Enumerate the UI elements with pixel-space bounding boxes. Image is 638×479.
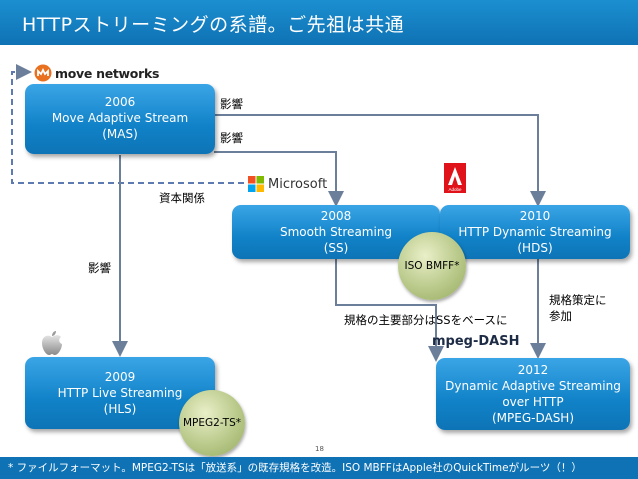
microsoft-wordmark: Microsoft <box>268 176 328 192</box>
node-hls-abbr: (HLS) <box>103 402 137 416</box>
node-dash-abbr: (MPEG-DASH) <box>491 411 575 425</box>
adobe-wordmark: Adobe <box>448 187 462 192</box>
node-dash-year: 2012 <box>517 363 549 377</box>
adobe-icon: Adobe <box>448 167 462 192</box>
apple-icon <box>42 331 62 355</box>
footnote: * ファイルフォーマット。MPEG2-TSは「放送系」の既存規格を改造。ISO … <box>0 457 638 479</box>
mpeg-dash-logo: mpeg-DASH <box>432 334 520 349</box>
node-dash-name2: over HTTP <box>502 395 564 409</box>
label-spec-participation-2: 参加 <box>549 309 572 323</box>
label-based-on-ss: 規格の主要部分はSSをベースに <box>344 313 508 327</box>
node-dash: 2012 Dynamic Adaptive Streaming over HTT… <box>436 358 630 430</box>
node-mas-year: 2006 <box>104 95 136 109</box>
mas-to-hds-arrow <box>214 114 546 207</box>
badge-mpeg2-ts: MPEG2-TS* <box>179 390 245 456</box>
node-hds-year: 2010 <box>519 209 551 223</box>
node-dash-name: Dynamic Adaptive Streaming <box>445 379 621 393</box>
node-ss-year: 2008 <box>320 209 352 223</box>
node-hls-year: 2009 <box>104 370 136 384</box>
move-networks-wordmark: move networks <box>55 65 160 81</box>
move-networks-icon <box>34 64 52 82</box>
title-bar: HTTPストリーミングの系譜。ご先祖は共通 <box>0 0 638 45</box>
label-influence-hds: 影響 <box>220 97 243 111</box>
node-hds-name: HTTP Dynamic Streaming <box>458 225 612 239</box>
node-ss-abbr: (SS) <box>323 241 349 255</box>
node-hds: 2010 HTTP Dynamic Streaming (HDS) <box>440 205 630 259</box>
move-networks-logo: move networks <box>34 64 159 82</box>
page-title: HTTPストリーミングの系譜。ご先祖は共通 <box>22 14 405 36</box>
label-influence-ss: 影響 <box>220 131 243 145</box>
ss-to-dash-arrow <box>335 258 444 362</box>
node-ss-name: Smooth Streaming <box>279 225 393 239</box>
microsoft-logo: Microsoft <box>248 176 327 192</box>
node-hds-abbr: (HDS) <box>517 241 553 255</box>
node-hls-name: HTTP Live Streaming <box>57 386 183 400</box>
node-mas-name: Move Adaptive Stream <box>51 111 189 125</box>
capital-link-line <box>11 64 244 184</box>
microsoft-icon <box>248 176 264 192</box>
apple-logo <box>40 330 64 360</box>
node-mas: 2006 Move Adaptive Stream (MAS) <box>25 84 215 154</box>
label-spec-participation-1: 規格策定に <box>549 293 607 307</box>
mas-to-ss-arrow <box>214 151 344 207</box>
badge-iso-bmff: ISO BMFF* <box>398 232 466 300</box>
node-mas-abbr: (MAS) <box>102 127 138 141</box>
label-influence-hls: 影響 <box>88 261 111 275</box>
page-number: 18 <box>315 445 324 453</box>
adobe-logo: Adobe <box>444 163 466 193</box>
label-capital-relation: 資本関係 <box>159 191 205 205</box>
